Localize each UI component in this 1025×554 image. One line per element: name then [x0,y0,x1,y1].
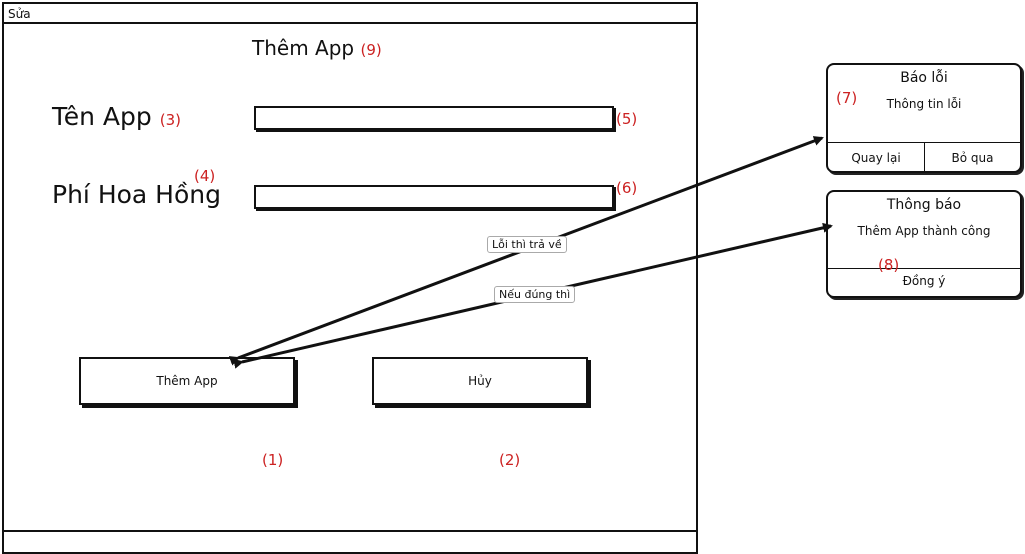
info-dialog-message: Thêm App thành công [857,224,991,238]
app-name-label-marker: (3) [159,111,181,129]
ok-button[interactable]: Đồng ý [902,274,946,288]
app-name-label: Tên App (3) [52,102,181,131]
commission-label-marker: (4) [194,167,216,185]
app-name-input-marker: (5) [616,110,638,128]
success-connector-label: Nếu đúng thì [494,286,576,303]
error-dialog-marker: (7) [836,89,858,107]
commission-label: Phí Hoa Hồng [52,180,221,209]
back-button[interactable]: Quay lại [828,143,925,173]
info-dialog-marker: (8) [878,256,900,274]
window-title: Sửa [8,7,31,21]
error-connector-label: Lỗi thì trả về [487,236,567,253]
form-title-text: Thêm App [252,36,355,60]
window-statusbar [4,530,696,552]
error-dialog-divider [828,142,1020,143]
skip-button[interactable]: Bỏ qua [951,151,994,165]
form-title: Thêm App (9) [252,36,382,60]
error-dialog-title: Báo lỗi [900,70,948,86]
app-name-input[interactable] [254,106,614,130]
window-titlebar: Sửa [4,4,696,24]
cancel-button-marker: (2) [499,451,521,469]
error-dialog: Báo lỗi (7) Thông tin lỗi Quay lại Bỏ qu… [826,63,1022,173]
info-dialog: Thông báo Thêm App thành công (8) Đồng ý [826,190,1022,298]
app-name-label-text: Tên App [52,102,152,131]
info-dialog-title: Thông báo [886,197,962,213]
form-title-marker: (9) [360,41,382,59]
error-dialog-message: Thông tin lỗi [886,97,962,111]
add-app-button-marker: (1) [262,451,284,469]
info-dialog-divider [828,268,1020,269]
